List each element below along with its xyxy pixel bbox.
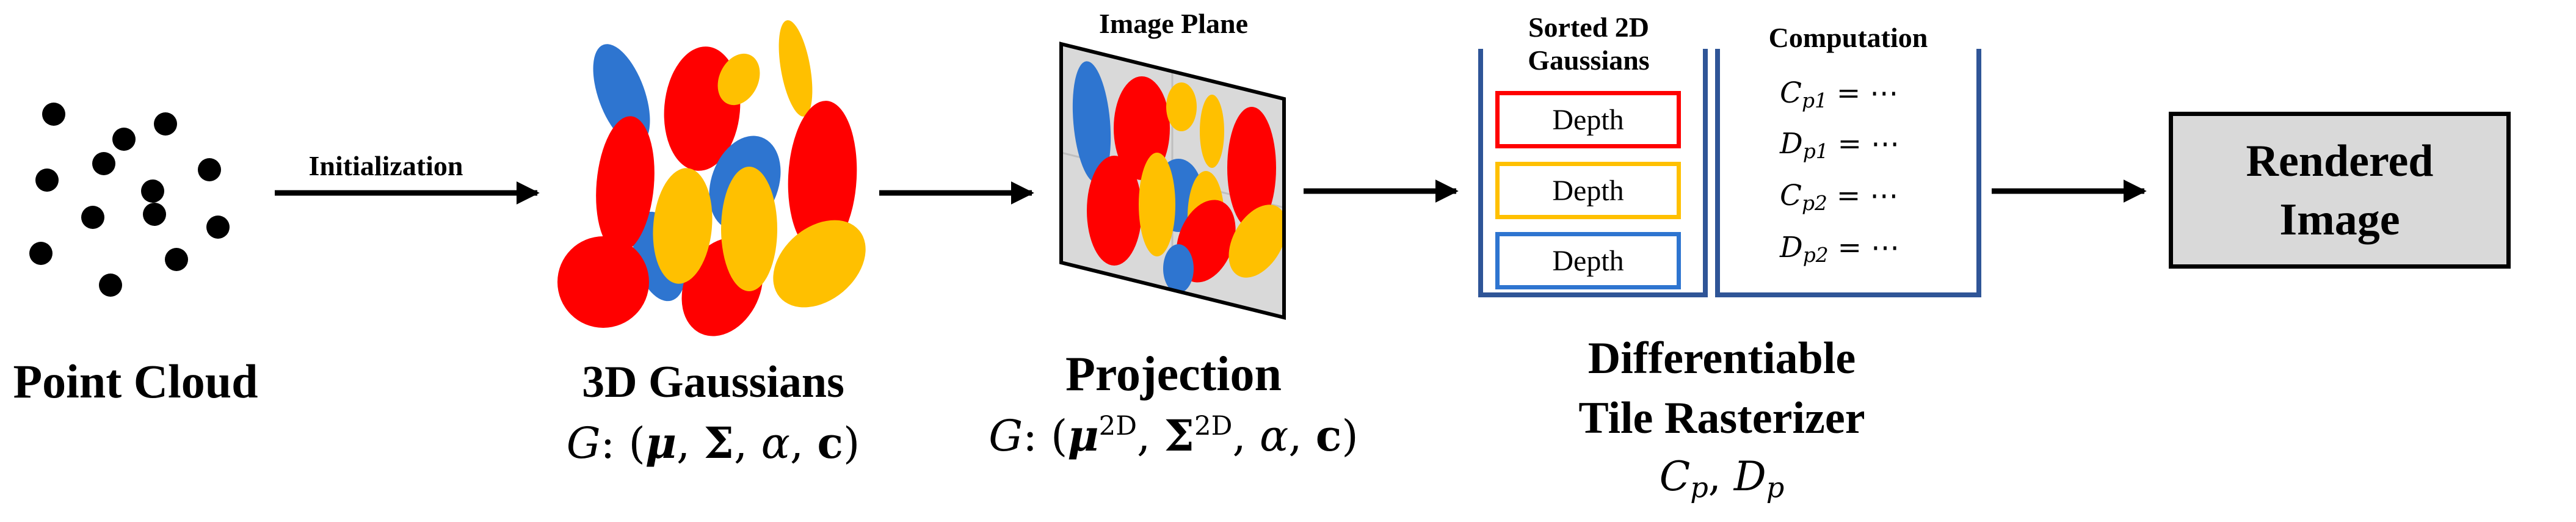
point-dot [42,103,65,126]
point-dot [35,169,59,192]
gaussian-yellow [653,168,713,284]
computation-line: Cp1 = ⋯ [1780,76,1898,112]
point-cloud-label: Point Cloud [13,355,258,408]
output-c-sub: p [1690,471,1708,504]
gaussian-yellow [773,220,866,308]
computation-var: C [1780,179,1802,212]
computation-var: D [1780,231,1803,264]
computation-line: Dp1 = ⋯ [1780,127,1899,163]
depth-box-yellow: Depth [1495,162,1681,219]
computation-frame [1715,49,1981,297]
depth-box-red: Depth [1495,91,1681,148]
gaussian-yellow [721,167,777,291]
rasterizer-title-line2: Tile Rasterizer [1578,393,1865,443]
point-dot [29,242,53,265]
gaussian-ellipsoids [557,20,866,336]
computation-rhs: = ⋯ [1837,127,1899,161]
computation-sub: p2 [1802,243,1829,267]
depth-label: Depth [1552,174,1624,207]
gaussian-yellow [717,53,760,106]
projection-title: Projection [1065,347,1282,401]
rasterizer-outputs: Cp, Dp [1659,453,1785,504]
point-dot [81,206,104,229]
sorted-gaussians-frame [1478,49,1708,297]
formula-alpha: α [761,418,790,468]
gaussian-red [596,116,655,253]
initialization-label: Initialization [308,150,463,181]
computation-var: C [1780,76,1802,110]
formula-sigma: Σ [1164,410,1195,461]
point-dot [198,158,221,181]
point-dot [92,152,115,175]
point-cloud-dots [29,103,230,297]
formula-sigma-sup: 2D [1194,410,1233,441]
gaussian-red [557,236,649,328]
computation-sub: p2 [1801,191,1827,216]
computation-rhs: = ⋯ [1836,179,1899,212]
computation-line: Cp2 = ⋯ [1780,179,1898,215]
formula-func: G [566,418,601,468]
formula-c: c [1315,410,1342,461]
point-dot [99,274,122,297]
computation-line: Dp2 = ⋯ [1780,231,1899,267]
gaussian-yellow [778,20,813,117]
sorted-title-line2: Gaussians [1528,45,1650,76]
computation-rhs: = ⋯ [1837,231,1899,264]
point-dot [206,216,230,239]
formula-alpha: α [1259,411,1289,461]
sorted-gaussians-title: Sorted 2D Gaussians [1528,11,1649,77]
computation-var: D [1780,127,1803,161]
rasterizer-title: Differentiable Tile Rasterizer [1578,328,1865,448]
projected-gaussians [1061,61,1284,293]
point-dot [112,128,136,151]
formula-sigma: Σ [703,418,735,468]
formula-mu: μ [1067,410,1099,461]
depth-label: Depth [1552,244,1624,277]
formula-mu-sup: 2D [1098,410,1137,441]
computation-sub: p1 [1802,139,1829,164]
depth-box-blue: Depth [1495,232,1681,289]
gaussians3d-title: 3D Gaussians [582,357,844,407]
computation-title: Computation [1768,22,1928,53]
projection-formula: G: (μ2D, Σ2D, α, c) [989,410,1359,461]
rendered-line1: Rendered [2246,136,2434,186]
rendered-line2: Image [2279,194,2400,245]
sorted-title-line1: Sorted 2D [1528,12,1650,43]
gaussians3d-formula: G: (μ, Σ, α, c) [566,418,860,468]
image-plane-label: Image Plane [1098,8,1249,39]
point-dot [154,112,177,136]
formula-c: c [817,418,843,468]
point-dot [143,203,166,226]
depth-label: Depth [1552,103,1624,136]
rasterizer-title-line1: Differentiable [1587,333,1856,383]
computation-sub: p1 [1801,89,1827,113]
point-dot [141,179,164,203]
image-plane [1059,42,1286,320]
point-dot [165,248,188,271]
output-d-sub: p [1766,471,1785,504]
output-c: C [1659,453,1691,500]
output-d: D [1733,453,1766,500]
formula-func: G [989,411,1023,461]
computation-rhs: = ⋯ [1836,76,1899,110]
rendered-image-box: Rendered Image [2169,112,2511,269]
formula-mu: μ [645,418,677,468]
gaussian-red [788,101,857,253]
